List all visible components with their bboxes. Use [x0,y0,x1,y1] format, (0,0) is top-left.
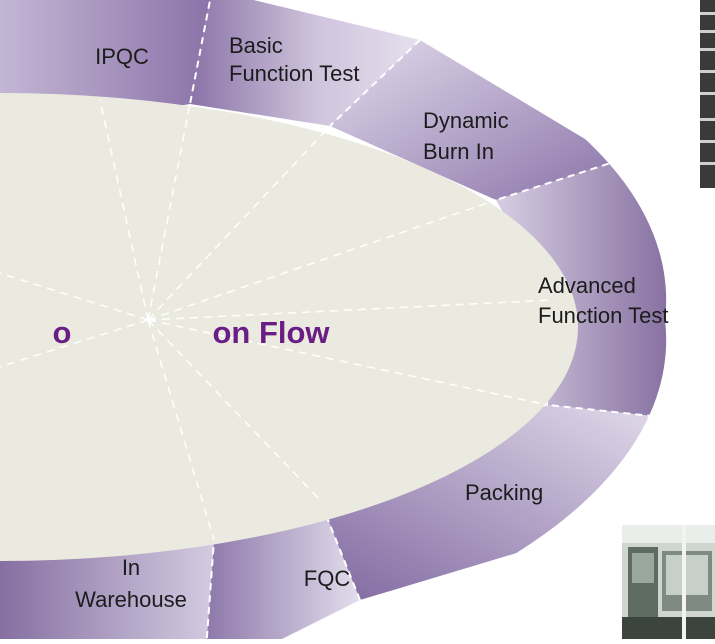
spoke-line-1 [147,103,191,321]
stage-label-line: Packing [465,480,543,505]
photo-stripe [700,92,715,95]
stage-label-line: In [122,555,140,580]
photo-thumbnail-top [700,0,715,188]
center-title-right: on Flow [212,315,330,350]
spoke-line-7 [147,319,215,541]
ring-segment-basic-function-test [190,0,420,126]
stage-label-line: Warehouse [75,587,187,612]
spoke-line-2 [147,125,331,321]
stage-label-line: Dynamic [423,108,509,133]
photo-stripe [700,48,715,51]
radial-dividers [0,99,553,541]
center-title-left: o [53,315,72,350]
segment-divider-6 [205,539,215,644]
photo-thumbnail-bottom [622,525,715,639]
stage-label-fqc: FQC [304,566,351,591]
photo-stripe [700,162,715,165]
stage-label-line: FQC [304,566,351,591]
photo-bottom-art [622,525,715,639]
stage-label-packing: Packing [465,480,543,505]
spoke-line-3 [147,199,497,321]
center-area [0,93,578,561]
spoke-line-10 [99,99,149,321]
stage-label-line: Basic [229,33,283,58]
ring-segment-advanced-function-test [496,160,667,420]
stage-label-ipqc: IPQC [95,44,149,69]
segment-divider-1 [189,0,213,105]
photo-stripe [700,140,715,143]
inner-ellipse [0,93,578,561]
segment-divider-3 [495,159,621,201]
photo-stripe [700,30,715,33]
photo-stripe [700,70,715,73]
segment-divider-2 [329,39,421,127]
stage-label-line: Advanced [538,273,636,298]
ring-segment-dynamic-burn-in [330,40,620,200]
ring-segment-packing [320,405,667,600]
stage-label-line: Burn In [423,139,494,164]
stage-label-line: Function Test [538,303,668,328]
stage-label-line: Function Test [229,61,359,86]
photo-stripe [700,118,715,121]
spoke-line-5 [147,319,549,406]
photo-stripe [700,12,715,15]
spoke-line-4 [147,299,553,321]
stage-label-line: IPQC [95,44,149,69]
